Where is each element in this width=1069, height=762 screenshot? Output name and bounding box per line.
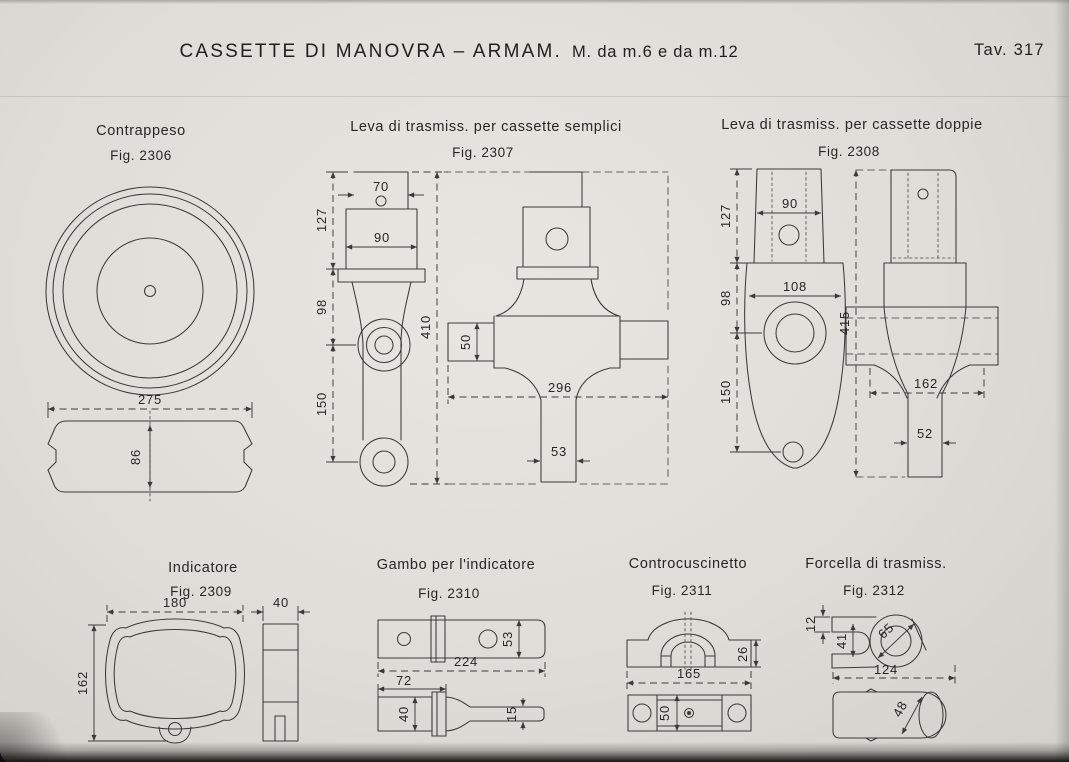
figure-leva-semplici: Leva di trasmiss. per cassette semplici … — [314, 119, 669, 487]
dim-label: 53 — [500, 631, 515, 647]
dim-label: 415 — [837, 311, 852, 335]
plate-header: CASSETTE DI MANOVRA – ARMAM. M. da m.6 e… — [179, 41, 1045, 62]
dim-label: 108 — [783, 279, 807, 294]
contrappeso-front-view — [45, 186, 255, 396]
plate-number: Tav. 317 — [974, 41, 1045, 59]
dim-label: 127 — [718, 204, 733, 228]
gambo-bottom-dims: 72 40 15 — [377, 673, 526, 731]
indicatore-depth-dim: 40 — [251, 595, 310, 621]
figure-number: Fig. 2309 — [170, 584, 232, 599]
leva-doppie-front-view — [845, 169, 999, 478]
dim-label: 124 — [874, 662, 898, 677]
dim-label: 165 — [677, 666, 701, 681]
dim-label: 127 — [314, 208, 329, 232]
figure-title: Gambo per l'indicatore — [377, 557, 536, 573]
dim-label: 40 — [396, 706, 411, 722]
front-view-dims: 50 296 53 — [447, 323, 668, 464]
dim-label: 72 — [396, 673, 412, 688]
dim-width: 275 — [47, 392, 253, 418]
dim-label: 410 — [418, 315, 433, 339]
figure-contrappeso: Contrappeso Fig. 2306 275 86 — [45, 123, 255, 502]
dim-label: 65 — [875, 620, 897, 642]
dim-label: 70 — [373, 179, 389, 194]
figure-indicatore: Indicatore Fig. 2309 180 162 — [75, 560, 310, 744]
forcella-bottom-dims: 48 — [890, 696, 923, 735]
leva-doppie-side-view — [744, 168, 846, 469]
dim-height: 86 — [128, 425, 153, 488]
figure-number: Fig. 2310 — [418, 586, 480, 601]
forcella-bottom-view — [832, 688, 947, 742]
figure-title: Leva di trasmiss. per cassette doppie — [721, 117, 983, 133]
dim-label: 50 — [458, 334, 473, 350]
dim-label: 86 — [128, 449, 143, 465]
paper-crease — [0, 96, 1069, 97]
dim-label: 98 — [314, 299, 329, 315]
gambo-top-view — [377, 615, 546, 663]
dim-label: 90 — [782, 196, 798, 211]
figure-title: Controcuscinetto — [629, 556, 747, 572]
forcella-top-dims: 12 41 65 124 — [803, 605, 956, 684]
dim-label: 53 — [551, 444, 567, 459]
figure-leva-doppie: Leva di trasmiss. per cassette doppie Fi… — [718, 117, 999, 478]
controcuscinetto-plan-dims: 50 — [657, 695, 680, 731]
dim-label: 52 — [917, 426, 933, 441]
dim-label: 12 — [803, 616, 818, 632]
figure-number: Fig. 2306 — [110, 148, 172, 163]
figure-controcuscinetto: Controcuscinetto Fig. 2311 26 165 — [626, 556, 761, 732]
figure-gambo: Gambo per l'indicatore Fig. 2310 53 224 — [377, 557, 546, 737]
figure-forcella: Forcella di trasmiss. Fig. 2312 12 41 65 — [803, 556, 956, 742]
indicatore-front-view — [105, 618, 245, 744]
figure-title: Contrappeso — [96, 123, 186, 139]
photo-edge-top — [0, 0, 1069, 4]
photo-edge-right — [1055, 0, 1069, 762]
plate-title-sub: M. da m.6 e da m.12 — [572, 43, 739, 61]
figure-number: Fig. 2308 — [818, 144, 880, 159]
controcuscinetto-front-view — [626, 611, 752, 672]
dim-label: 162 — [914, 376, 938, 391]
gambo-bottom-view — [377, 691, 545, 737]
gambo-top-dims: 53 224 — [377, 620, 546, 677]
figure-title: Indicatore — [168, 560, 238, 576]
dim-label: 41 — [834, 633, 849, 649]
dim-label: 26 — [735, 646, 750, 662]
forcella-top-view — [831, 614, 927, 669]
leva-semplici-front-view — [443, 171, 669, 485]
indicatore-side-view — [262, 623, 299, 742]
dim-label: 180 — [163, 595, 187, 610]
plate-title: CASSETTE DI MANOVRA – ARMAM. — [179, 41, 562, 62]
dim-label: 40 — [273, 595, 289, 610]
indicatore-dims: 180 162 — [75, 595, 244, 742]
side-view-dims: 90 108 127 98 150 — [718, 168, 841, 453]
dim-label: 224 — [454, 654, 478, 669]
dim-label: 48 — [890, 698, 911, 719]
figure-number: Fig. 2312 — [843, 583, 905, 598]
dim-label: 275 — [138, 392, 162, 407]
controcuscinetto-plan-view — [627, 694, 752, 732]
figure-title: Leva di trasmiss. per cassette semplici — [350, 119, 622, 135]
photo-edge-bottom — [0, 742, 1069, 762]
dim-label: 150 — [314, 392, 329, 416]
leva-semplici-side-view — [337, 171, 426, 487]
figure-number: Fig. 2307 — [452, 145, 514, 160]
dim-label: 50 — [657, 705, 672, 721]
front-view-dims: 415 162 52 — [837, 170, 985, 477]
dim-label: 98 — [718, 290, 733, 306]
dim-label: 15 — [504, 706, 519, 722]
dim-label: 90 — [374, 230, 390, 245]
figure-number: Fig. 2311 — [652, 583, 713, 598]
controcuscinetto-front-dims: 26 165 — [626, 639, 761, 689]
side-view-dims: 70 90 127 98 150 410 — [314, 171, 448, 485]
dim-label: 296 — [548, 380, 572, 395]
figure-title: Forcella di trasmiss. — [805, 556, 947, 572]
dim-label: 162 — [75, 671, 90, 695]
dim-label: 150 — [718, 380, 733, 404]
